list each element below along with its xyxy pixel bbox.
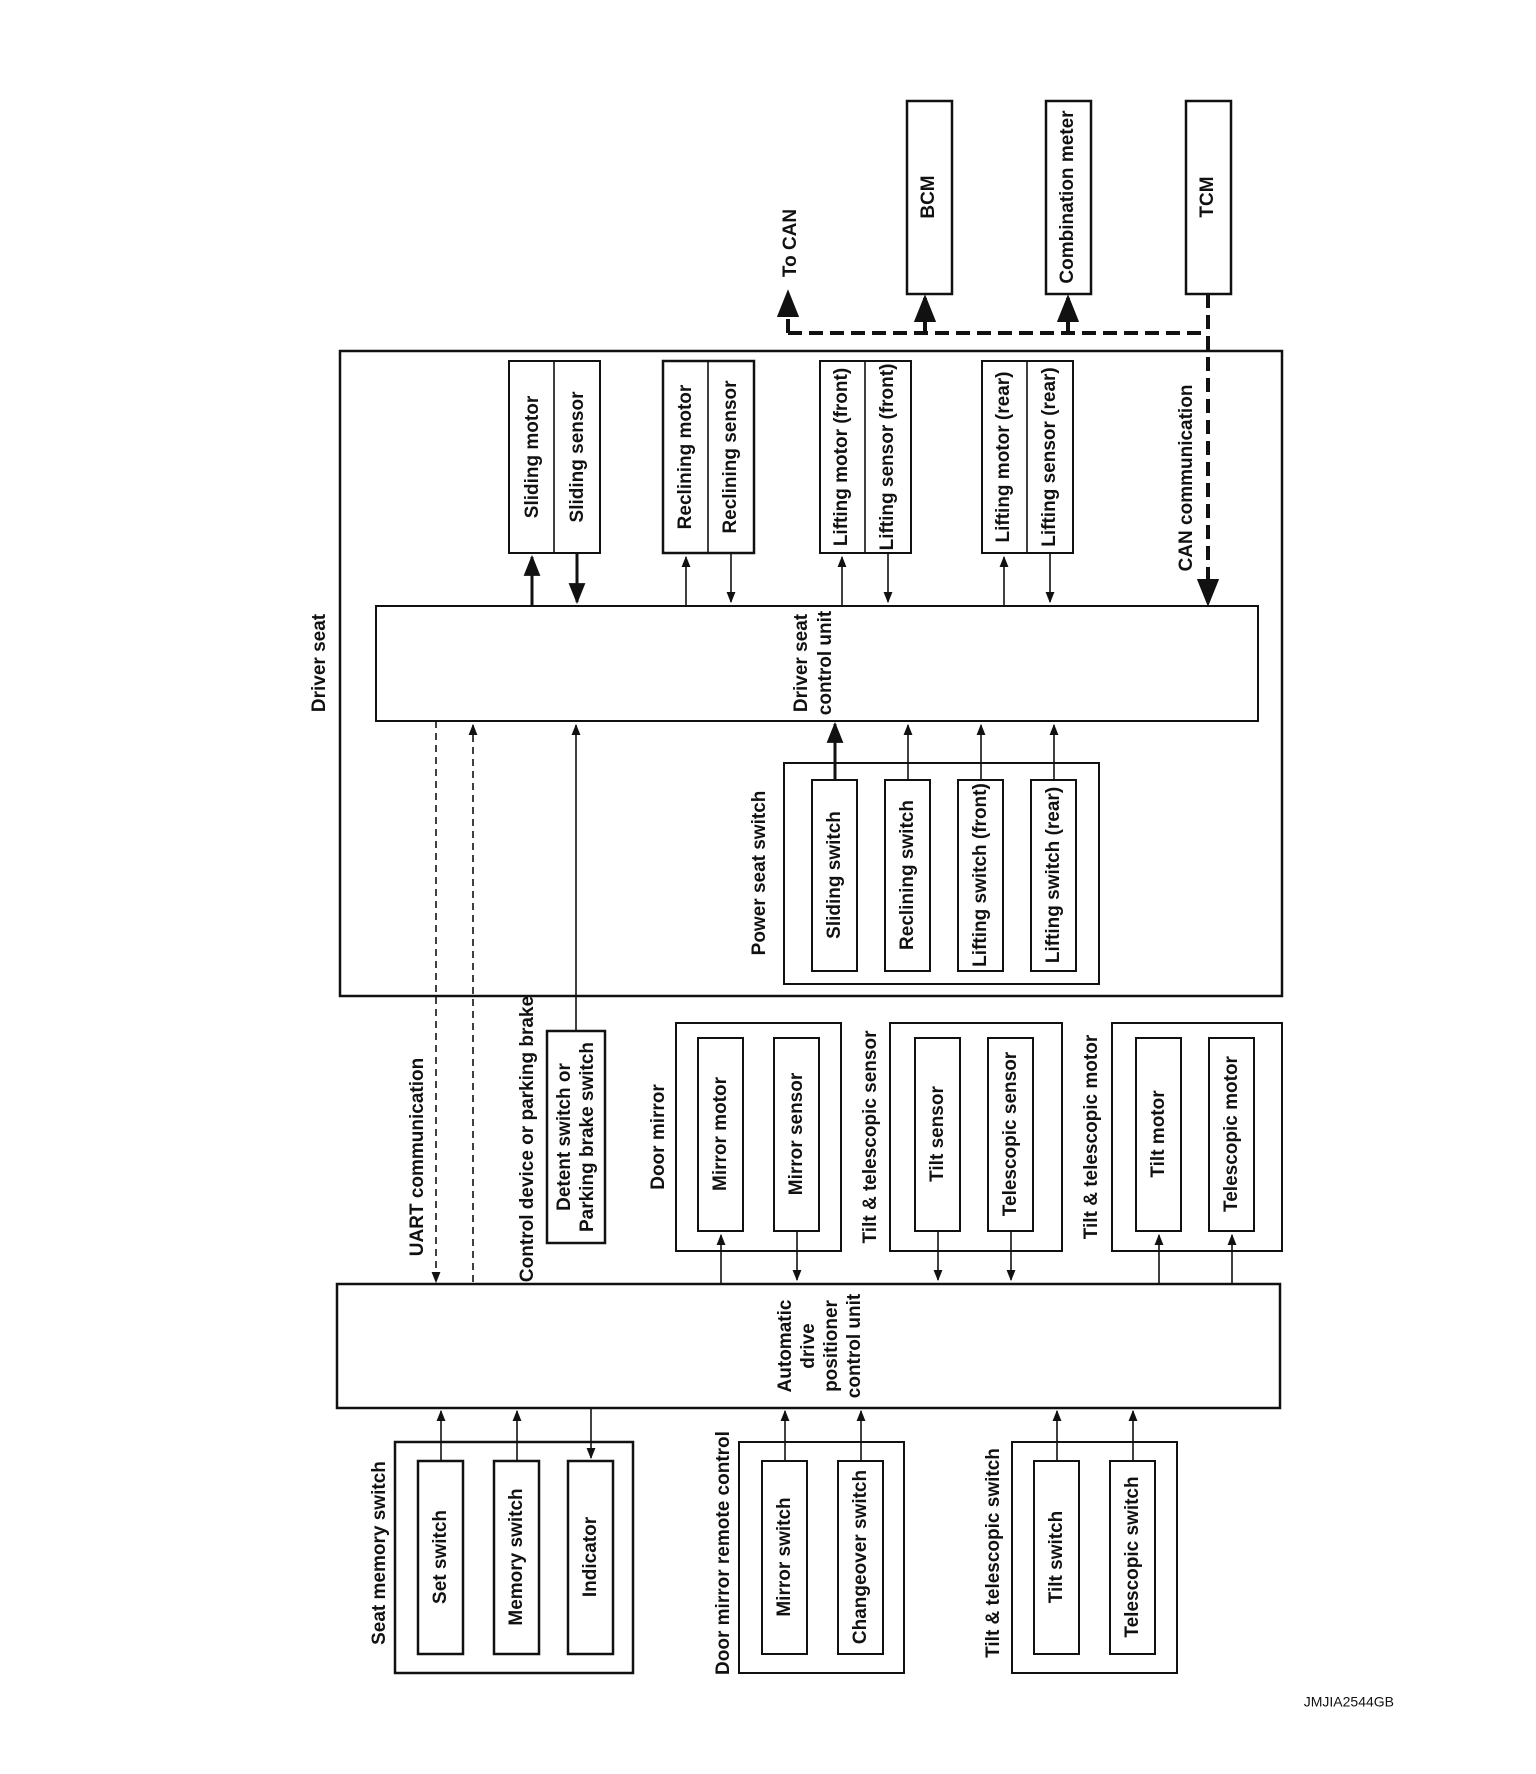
tilt-telescopic-motor-box bbox=[1111, 1022, 1283, 1252]
lifting-motor-rear-label: Lifting motor (rear) bbox=[993, 372, 1014, 543]
tilt-motor-label: Tilt motor bbox=[1148, 1090, 1169, 1178]
adp-control-unit-line2: drive bbox=[798, 1323, 819, 1368]
power-seat-switch-box bbox=[783, 762, 1100, 985]
driver-seat-group: Driver seat Driver seat control unit Sli… bbox=[309, 349, 1284, 998]
tilt-telescopic-switch-box bbox=[1011, 1441, 1178, 1674]
indicator-label: Indicator bbox=[580, 1516, 601, 1597]
driver-seat-control-unit-line2: control unit bbox=[815, 610, 836, 715]
tilt-sensor-label: Tilt sensor bbox=[927, 1086, 948, 1182]
telescopic-motor-label: Telescopic motor bbox=[1221, 1055, 1242, 1212]
tilt-telescopic-motor-title: Tilt & telescopic motor bbox=[1081, 1034, 1102, 1239]
tcm-label: TCM bbox=[1197, 176, 1218, 217]
detent-switch-line1: Detent switch or bbox=[554, 1063, 575, 1211]
tilt-telescopic-sensor-title: Tilt & telescopic sensor bbox=[860, 1030, 881, 1244]
mirror-switch-label: Mirror switch bbox=[774, 1497, 795, 1616]
driver-seat-frame bbox=[338, 349, 1284, 998]
adp-control-unit-line4: control unit bbox=[844, 1293, 865, 1398]
sliding-switch-label: Sliding switch bbox=[824, 811, 845, 939]
adp-control-unit-line3: positioner bbox=[821, 1299, 842, 1391]
driver-seat-title: Driver seat bbox=[309, 613, 330, 712]
door-mirror-remote-title: Door mirror remote control bbox=[713, 1431, 734, 1675]
adp-control-unit-box bbox=[335, 1282, 1282, 1410]
seat-memory-switch-title: Seat memory switch bbox=[369, 1461, 390, 1645]
lifting-sensor-front-label: Lifting sensor (front) bbox=[877, 364, 898, 551]
reclining-switch-label: Reclining switch bbox=[897, 800, 918, 950]
changeover-switch-label: Changeover switch bbox=[850, 1470, 871, 1644]
driver-seat-control-unit-box bbox=[375, 605, 1259, 722]
adp-control-unit-group: Automatic drive positioner control unit bbox=[335, 1282, 1282, 1410]
sliding-motor-label: Sliding motor bbox=[522, 395, 543, 518]
lifting-motor-front-label: Lifting motor (front) bbox=[831, 368, 852, 546]
lifting-sensor-rear-label: Lifting sensor (rear) bbox=[1039, 367, 1060, 546]
telescopic-sensor-label: Telescopic sensor bbox=[1000, 1051, 1021, 1216]
can-bus-group: BCM Combination meter TCM To CAN bbox=[776, 99, 1233, 607]
memory-switch-label: Memory switch bbox=[506, 1488, 527, 1625]
middle-row-group: UART communication Control device or par… bbox=[407, 721, 1283, 1284]
combination-meter-label: Combination meter bbox=[1057, 110, 1078, 284]
door-mirror-remote-box bbox=[738, 1441, 905, 1674]
door-mirror-title: Door mirror bbox=[648, 1084, 669, 1190]
mirror-sensor-label: Mirror sensor bbox=[786, 1072, 807, 1195]
driver-seat-control-unit-line1: Driver seat bbox=[791, 613, 812, 712]
bcm-label: BCM bbox=[918, 175, 939, 218]
reclining-motor-label: Reclining motor bbox=[675, 384, 696, 529]
tilt-telescopic-switch-title: Tilt & telescopic switch bbox=[983, 1448, 1004, 1658]
mirror-motor-label: Mirror motor bbox=[710, 1076, 731, 1191]
tilt-telescopic-sensor-box bbox=[889, 1022, 1063, 1252]
tilt-switch-label: Tilt switch bbox=[1046, 1511, 1067, 1604]
telescopic-switch-label: Telescopic switch bbox=[1122, 1476, 1143, 1637]
lifting-switch-front-label: Lifting switch (front) bbox=[970, 783, 991, 967]
reclining-sensor-label: Reclining sensor bbox=[720, 380, 741, 534]
combination-meter-box bbox=[1044, 99, 1093, 296]
figure-code: JMJIA2544GB bbox=[1304, 1694, 1394, 1710]
bcm-box bbox=[905, 99, 954, 296]
uart-communication-label: UART communication bbox=[407, 1058, 428, 1256]
indicator-box bbox=[566, 1459, 615, 1656]
adp-control-unit-line1: Automatic bbox=[775, 1299, 796, 1392]
can-communication-label: CAN communication bbox=[1176, 385, 1197, 572]
sliding-sensor-label: Sliding sensor bbox=[567, 391, 588, 523]
detent-switch-line2: Parking brake switch bbox=[577, 1042, 598, 1232]
door-mirror-box bbox=[675, 1022, 842, 1252]
seat-memory-switch-box bbox=[393, 1440, 635, 1675]
lifting-switch-rear-label: Lifting switch (rear) bbox=[1043, 787, 1064, 963]
tilt-motor-box bbox=[1135, 1037, 1182, 1232]
set-switch-label: Set switch bbox=[430, 1510, 451, 1604]
mirror-motor-box bbox=[697, 1037, 744, 1232]
bottom-row-group: Seat memory switch Set switch Memory swi… bbox=[369, 1408, 1178, 1675]
control-device-title: Control device or parking brake bbox=[517, 996, 538, 1282]
to-can-label: To CAN bbox=[780, 209, 801, 277]
power-seat-switch-title: Power seat switch bbox=[749, 791, 770, 956]
telescopic-motor-box bbox=[1208, 1037, 1255, 1232]
